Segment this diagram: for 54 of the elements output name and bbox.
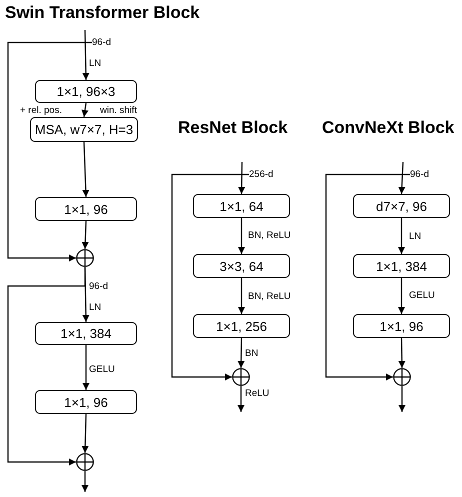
edge-label: BN	[245, 348, 258, 359]
arrow	[82, 142, 90, 198]
edge-label: GELU	[409, 290, 435, 301]
layer-box: 1×1, 64	[193, 194, 290, 218]
sum-circle	[393, 368, 411, 386]
skip-connection-arrow	[7, 267, 86, 466]
layer-box: 1×1, 96	[353, 314, 450, 338]
edge-label: BN, ReLU	[248, 230, 291, 241]
layer-box: d7×7, 96	[353, 194, 450, 218]
block-title: ResNet Block	[178, 118, 288, 138]
arrow	[238, 338, 245, 368]
arrow	[82, 414, 89, 454]
arrow	[82, 471, 88, 492]
layer-box: MSA, w7×7, H=3	[30, 117, 138, 142]
layer-box: 1×1, 384	[35, 322, 137, 345]
arrow	[238, 218, 245, 254]
arrow	[82, 220, 89, 250]
layer-box: 1×1, 256	[193, 314, 290, 338]
arrow	[398, 386, 406, 412]
block-title: ConvNeXt Block	[322, 118, 454, 138]
edge-label: LN	[409, 231, 422, 242]
arrow	[398, 338, 406, 368]
edge-label: LN	[89, 58, 102, 69]
arrow	[238, 162, 246, 194]
arrow	[398, 218, 405, 254]
dimension-label: 96-d	[92, 37, 112, 48]
edge-label: LN	[89, 302, 102, 313]
arrow	[82, 30, 90, 80]
arrow	[82, 102, 88, 118]
arrow	[398, 162, 406, 194]
sum-circle	[232, 368, 250, 386]
edge-label: ReLU	[245, 388, 270, 399]
arrow	[238, 386, 244, 412]
sum-circle	[76, 453, 94, 471]
dimension-label: 96-d	[89, 281, 108, 292]
dimension-label: 256-d	[249, 169, 274, 180]
annotation-text: + rel. pos.	[20, 105, 62, 116]
block-title: Swin Transformer Block	[5, 3, 200, 23]
arrow	[82, 345, 90, 390]
annotation-text: win. shift	[100, 105, 137, 116]
layer-box: 1×1, 384	[353, 254, 450, 278]
skip-connection-arrow	[325, 174, 411, 380]
layer-box: 1×1, 96×3	[35, 80, 137, 103]
skip-connection-arrow	[171, 174, 250, 380]
arrow	[398, 278, 405, 314]
edge-label: GELU	[89, 364, 115, 375]
dimension-label: 96-d	[410, 169, 430, 180]
layer-box: 1×1, 96	[35, 390, 137, 414]
layer-box: 1×1, 96	[35, 197, 137, 221]
edge-label: BN, ReLU	[248, 291, 291, 302]
layer-box: 3×3, 64	[193, 254, 290, 278]
arrow	[238, 278, 245, 314]
skip-connection-arrow	[7, 42, 93, 262]
sum-circle	[76, 249, 94, 267]
